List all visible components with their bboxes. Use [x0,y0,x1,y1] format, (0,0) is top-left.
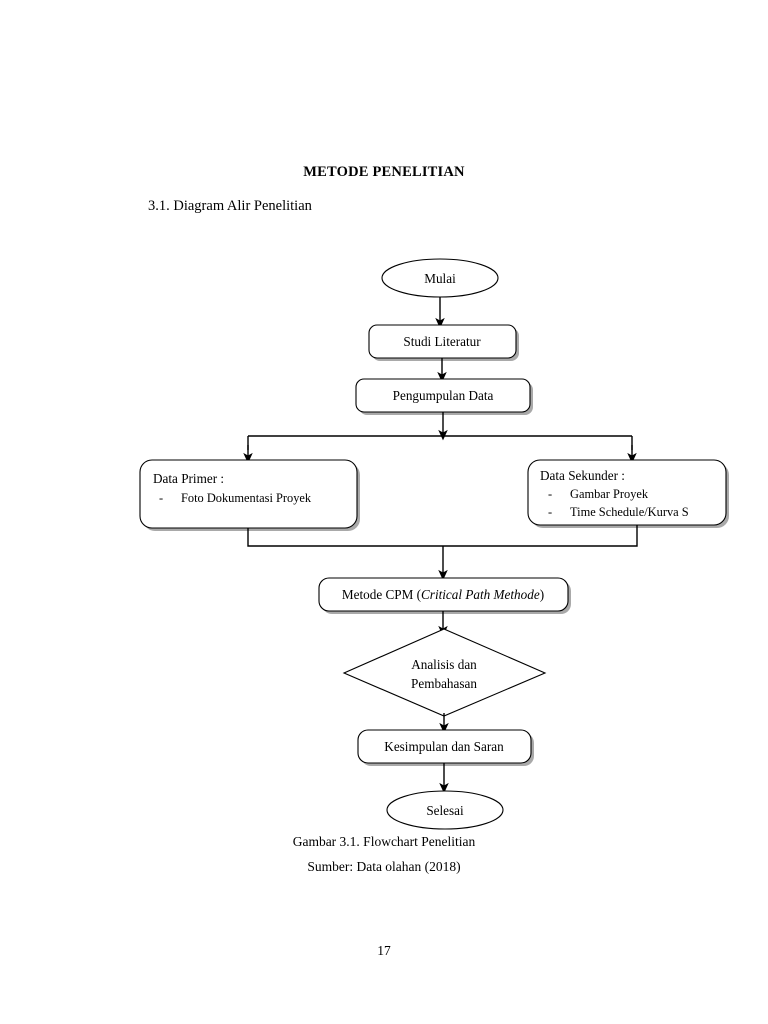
flowchart-svg: Mulai Studi Literatur Pengumpulan Data [139,258,729,830]
node-literature: Studi Literatur [368,324,519,361]
page-number: 17 [377,943,391,958]
node-method: Metode CPM (Critical Path Methode) [318,577,571,614]
page-title: METODE PENELITIAN [303,164,465,180]
node-method-label-italic: Critical Path Methode [421,587,540,602]
node-primary-bullet-0: - [159,491,163,505]
node-secondary-bullet-1: - [548,505,552,519]
node-start: Mulai [381,258,499,298]
node-start-label: Mulai [424,271,456,286]
node-analysis-line2: Pembahasan [411,676,477,691]
node-conclusion: Kesimpulan dan Saran [357,729,534,766]
node-literature-label: Studi Literatur [403,334,481,349]
node-collection-label: Pengumpulan Data [393,388,494,403]
node-secondary: Data Sekunder : - Gambar Proyek - Time S… [527,459,729,528]
node-conclusion-label: Kesimpulan dan Saran [384,739,504,754]
node-method-label-plain: Metode CPM ( [342,587,421,602]
node-secondary-item-1: Time Schedule/Kurva S [570,505,689,519]
flowchart-figure: Mulai Studi Literatur Pengumpulan Data [0,245,768,845]
node-analysis-line1: Analisis dan [411,657,477,672]
node-primary: Data Primer : - Foto Dokumentasi Proyek [139,459,360,531]
section-heading: 3.1. Diagram Alir Penelitian [148,198,312,214]
node-collection: Pengumpulan Data [355,378,533,415]
node-primary-item-0: Foto Dokumentasi Proyek [181,491,312,505]
node-secondary-title: Data Sekunder : [540,468,625,483]
node-analysis: Analisis dan Pembahasan [342,628,547,717]
node-method-label: Metode CPM (Critical Path Methode) [342,587,544,602]
node-end-label: Selesai [426,803,464,818]
node-secondary-item-0: Gambar Proyek [570,487,649,501]
node-end: Selesai [386,790,504,830]
node-method-label-close: ) [540,587,544,602]
figure-source: Sumber: Data olahan (2018) [307,859,461,874]
node-primary-title: Data Primer : [153,471,224,486]
figure-caption: Gambar 3.1. Flowchart Penelitian [292,834,476,849]
node-secondary-bullet-0: - [548,487,552,501]
